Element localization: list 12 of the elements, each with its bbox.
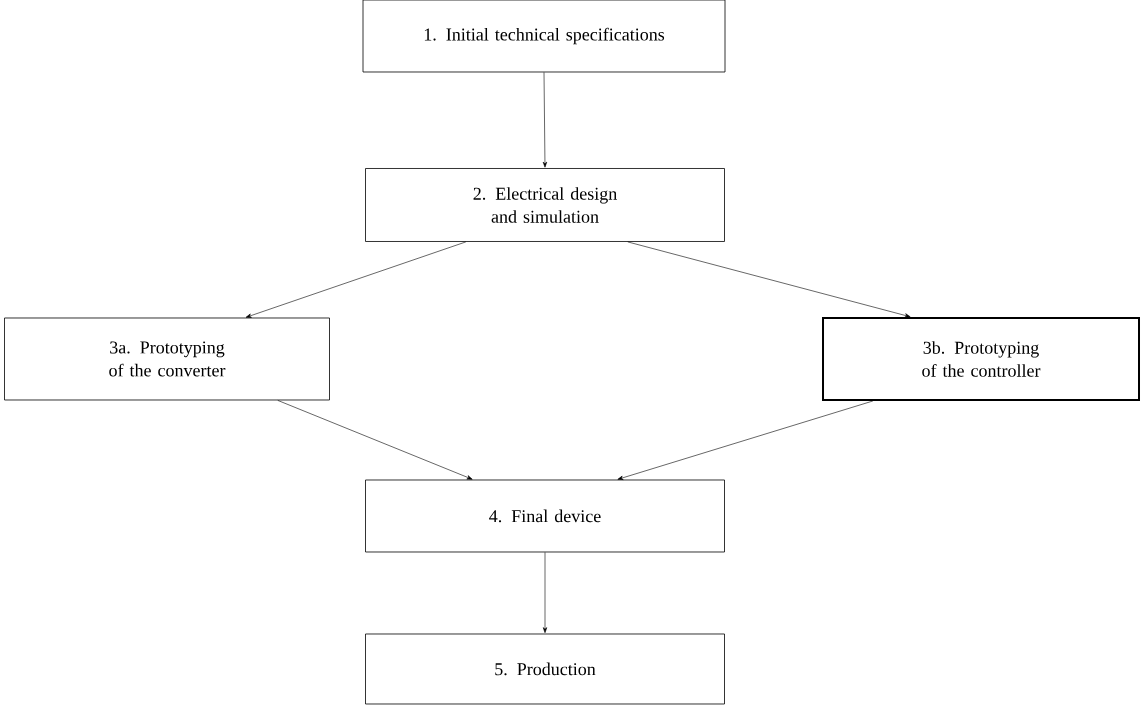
process-box: 5. Production [365,633,725,705]
process-box: 4. Final device [365,479,725,553]
arrow [542,552,548,633]
arrow [542,72,548,168]
arrow [627,241,911,318]
arrow [617,400,874,480]
process-box: 2. Electrical design and simulation [365,168,725,242]
process-box: 3b. Prototyping of the controller [822,317,1140,401]
process-box: 3a. Prototyping of the converter [4,317,330,401]
process-box: 1. Initial technical specifications [362,0,726,73]
arrow [245,241,467,318]
arrow [277,400,473,480]
